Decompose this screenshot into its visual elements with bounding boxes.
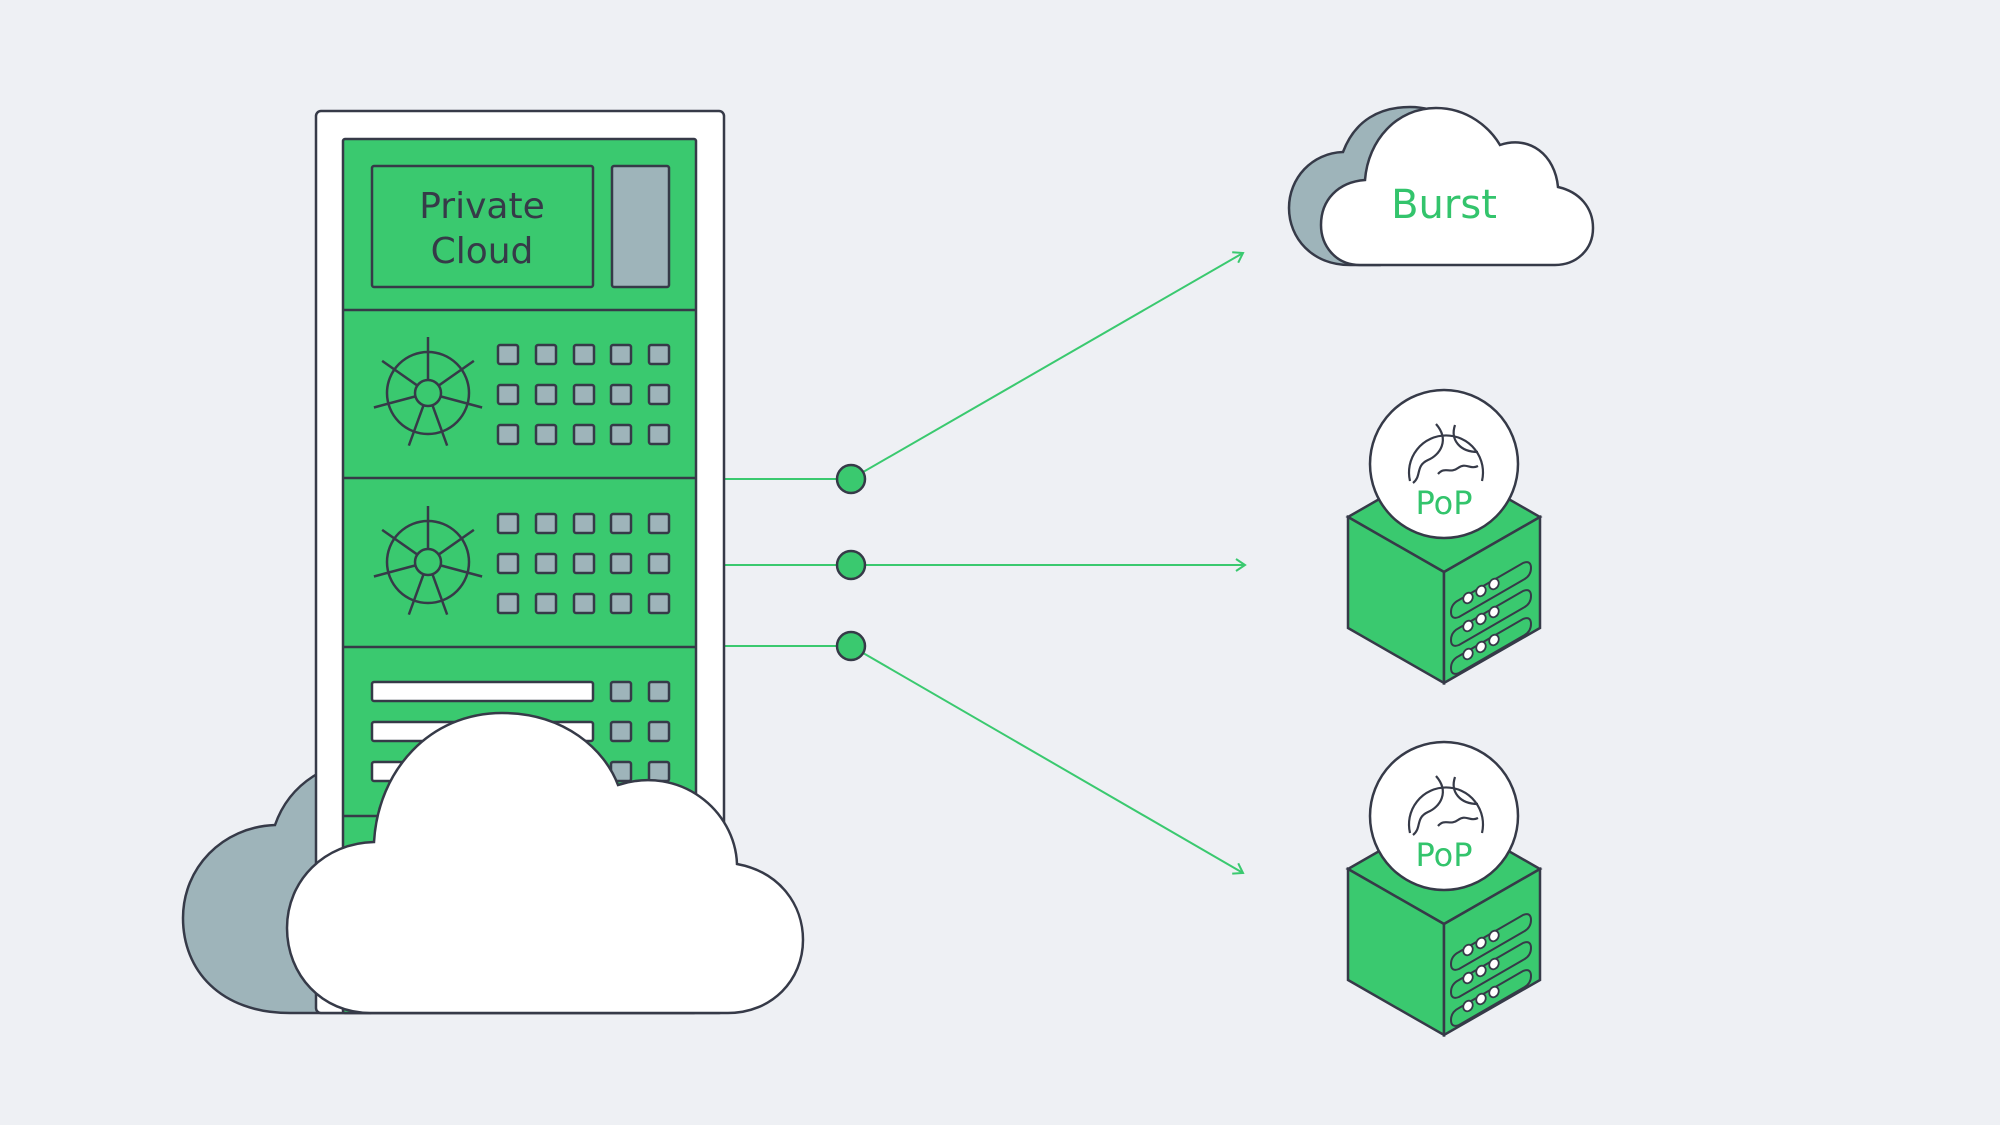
status-led (647, 592, 671, 615)
server-slot (1449, 913, 1533, 971)
status-led (609, 552, 633, 575)
drive-led (609, 720, 633, 743)
drive-bar (370, 680, 595, 703)
status-led (496, 512, 520, 535)
pop-label: PoP (1415, 484, 1472, 522)
front-cloud-white (285, 711, 805, 1015)
server-slot (1449, 589, 1533, 647)
burst-cloud: Burst (1287, 105, 1595, 267)
status-led (534, 343, 558, 366)
rack-label-line1: Private (419, 186, 545, 227)
rack-gray-panel (610, 164, 671, 289)
server-slot (1449, 969, 1533, 1027)
status-led (534, 512, 558, 535)
globe-icon (1407, 423, 1485, 484)
status-led (609, 343, 633, 366)
status-led (609, 423, 633, 446)
fan-icon (373, 506, 483, 616)
burst-label: Burst (1391, 182, 1497, 228)
arrow-to-burst (850, 251, 1245, 480)
status-led (609, 592, 633, 615)
status-led (572, 423, 596, 446)
status-led (534, 592, 558, 615)
connector-node-bottom (835, 630, 867, 662)
connector-node-middle (835, 549, 867, 581)
status-led (534, 383, 558, 406)
rack-label-box (370, 164, 595, 289)
status-led (647, 423, 671, 446)
fan-section-1 (373, 337, 671, 447)
server-slot (1449, 941, 1533, 999)
status-led (534, 423, 558, 446)
status-led (572, 512, 596, 535)
status-led (534, 552, 558, 575)
status-led (572, 383, 596, 406)
status-led (609, 512, 633, 535)
status-led (647, 512, 671, 535)
drive-led (647, 760, 671, 783)
pop-badge (1368, 388, 1520, 540)
drive-led (647, 720, 671, 743)
status-led (647, 552, 671, 575)
status-led (609, 383, 633, 406)
fan-section-2 (373, 506, 671, 616)
status-led (572, 592, 596, 615)
pop-node-2: PoP (1345, 740, 1543, 1038)
connectors (724, 251, 1247, 875)
burst-cloud-body (1319, 106, 1595, 267)
status-led (572, 552, 596, 575)
pop-label: PoP (1415, 836, 1472, 874)
pop-node-1: PoP (1345, 388, 1543, 686)
server-slot (1449, 617, 1533, 675)
status-led (496, 383, 520, 406)
server-slot (1449, 561, 1533, 619)
pop-badge (1368, 740, 1520, 892)
arrow-to-pop-2 (850, 645, 1245, 875)
status-led (496, 592, 520, 615)
status-led (647, 343, 671, 366)
drive-led (647, 680, 671, 703)
status-led (496, 423, 520, 446)
drive-led (609, 680, 633, 703)
status-led (572, 343, 596, 366)
rack-label-line2: Cloud (431, 231, 534, 272)
status-led (647, 383, 671, 406)
status-led (496, 343, 520, 366)
globe-icon (1407, 775, 1485, 836)
status-led (496, 552, 520, 575)
connector-node-top (835, 463, 867, 495)
fan-icon (373, 337, 483, 447)
